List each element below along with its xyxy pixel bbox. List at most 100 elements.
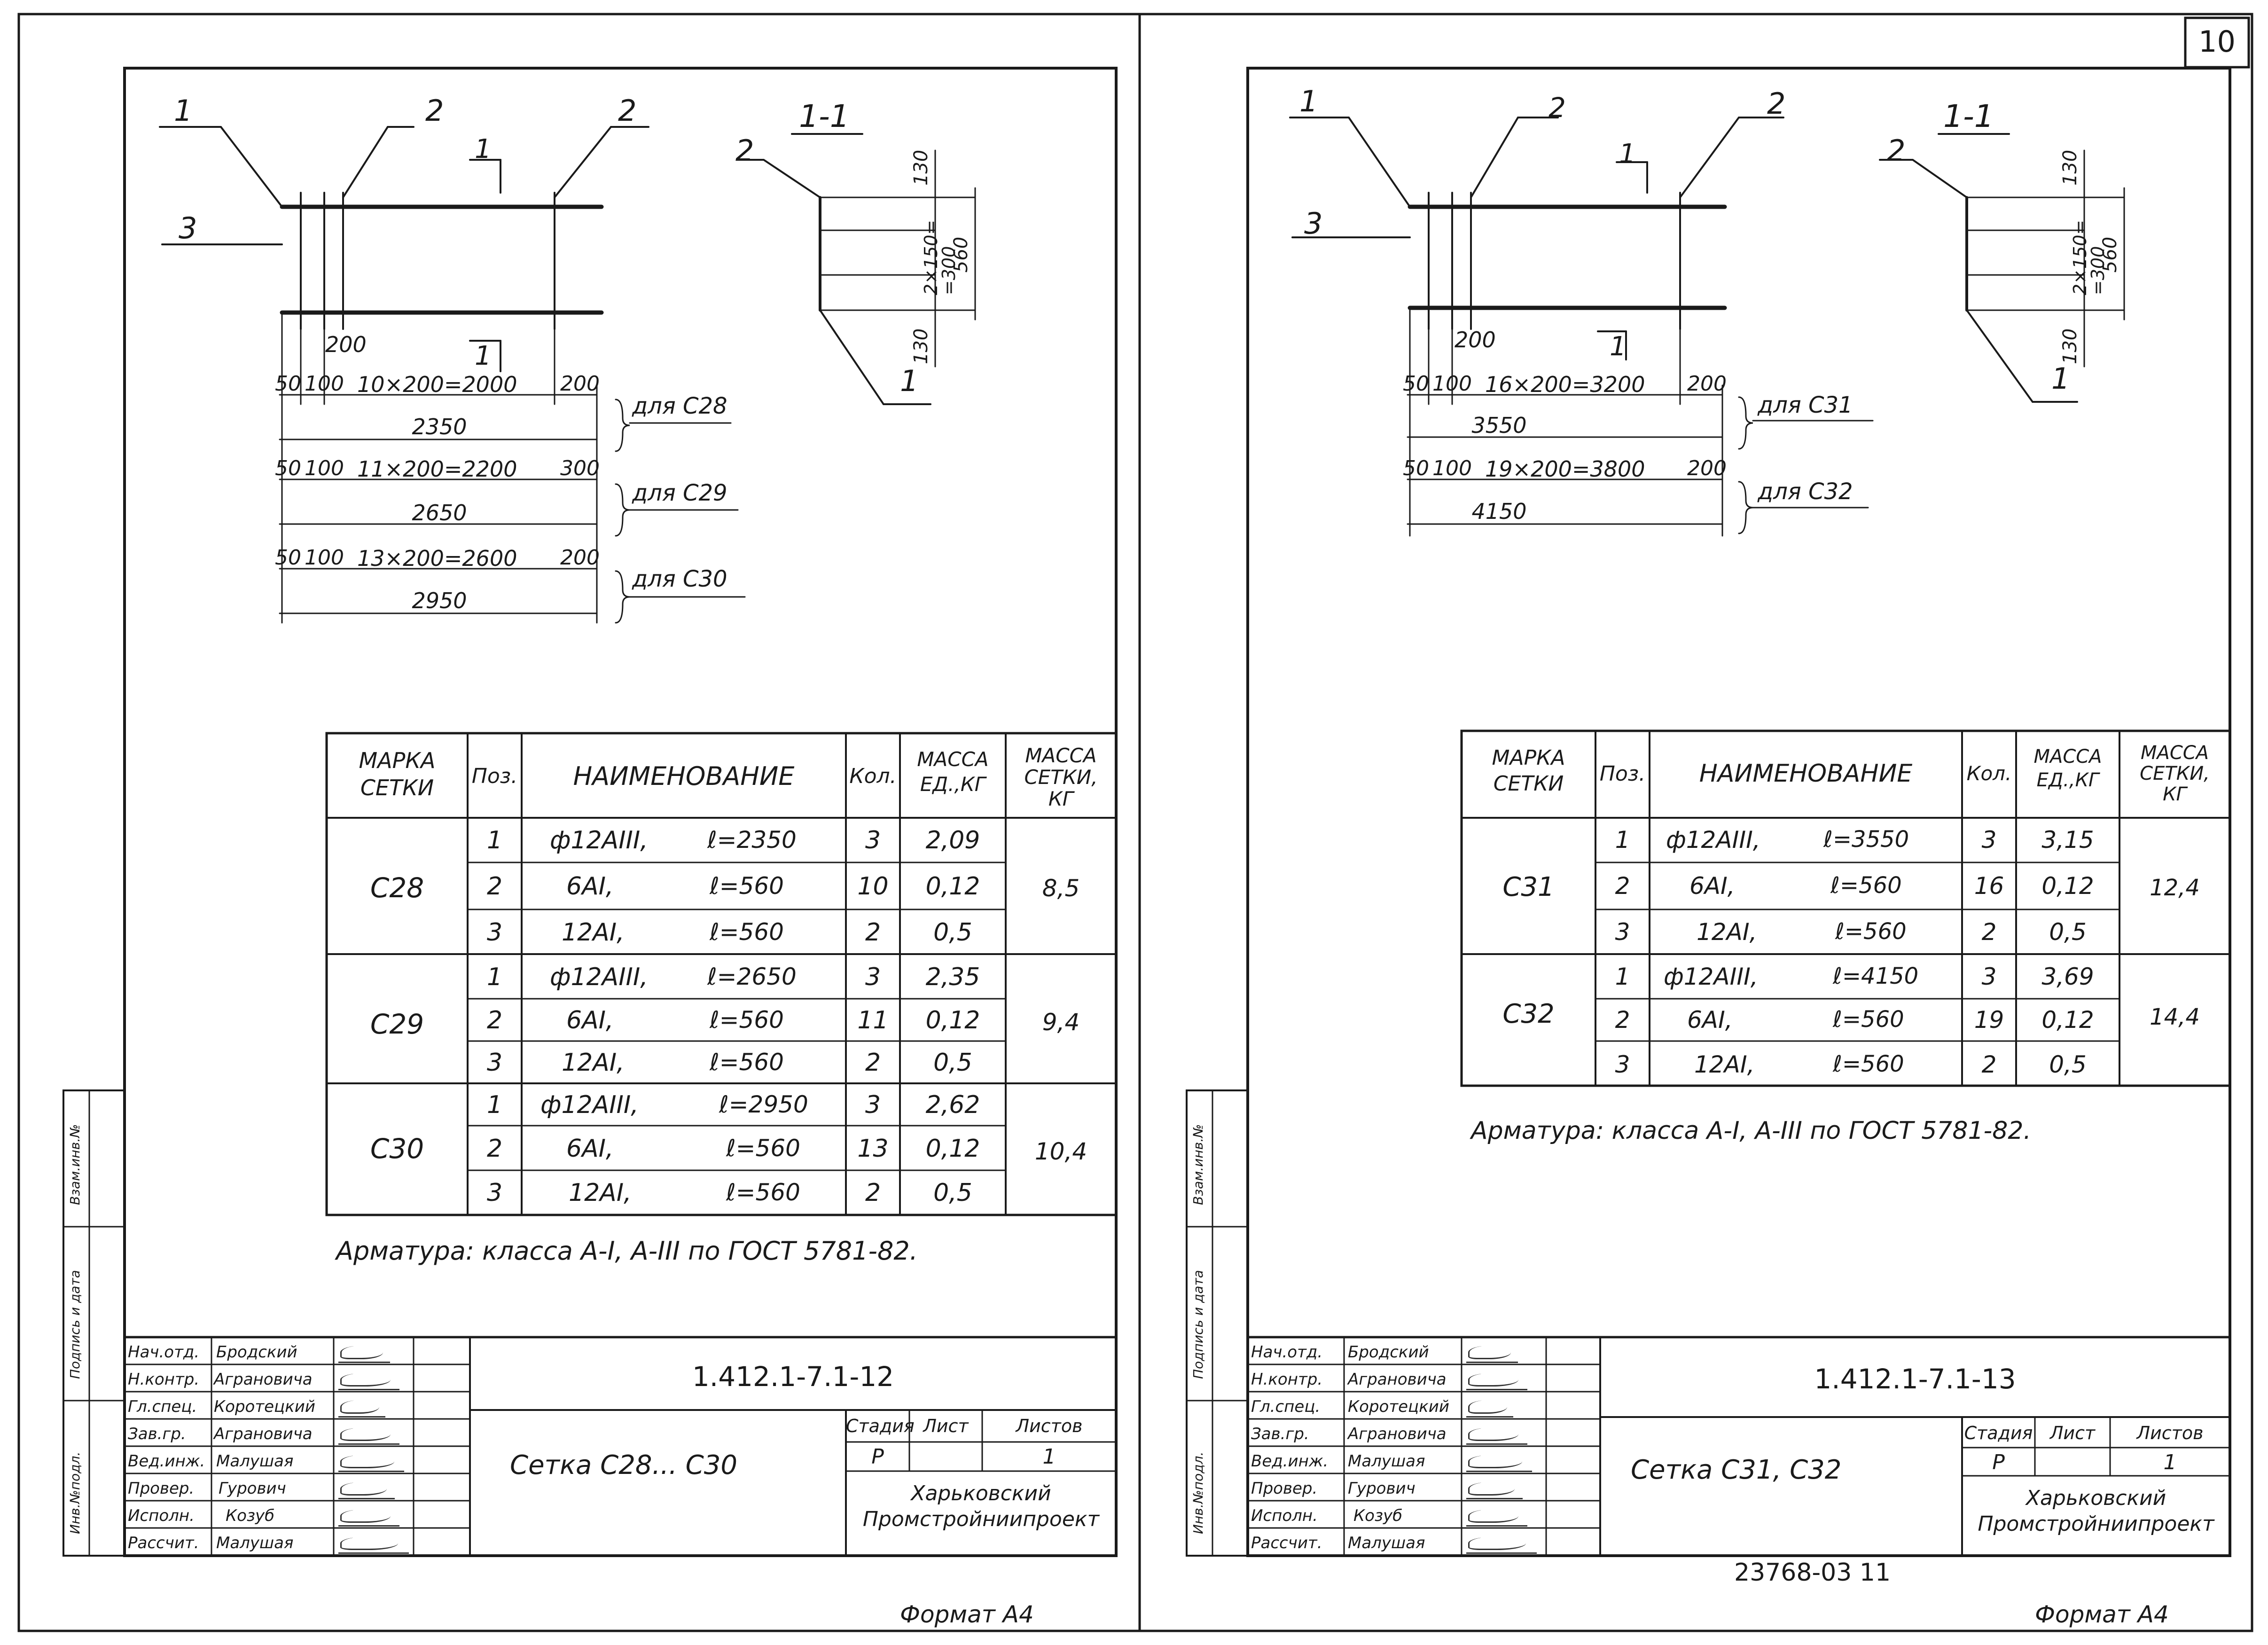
sheet-header: Лист: [923, 1416, 969, 1436]
bar-name: 6АI,: [566, 1006, 614, 1034]
stage-value: Р: [1992, 1450, 2005, 1474]
signature: [1466, 1396, 1513, 1418]
callout-3: 3: [179, 211, 197, 245]
rebar-note: Арматура: класса А-I, А-III по ГОСТ 5781…: [336, 1236, 918, 1266]
role: Н.контр.: [1251, 1370, 1323, 1389]
pos: 2: [1615, 1006, 1630, 1034]
dim-row2-total: 2650: [412, 500, 467, 525]
qty: 19: [1974, 1006, 2004, 1034]
th-mass: МАССА ЕД.,КГ: [2033, 746, 2102, 791]
bar-length: ℓ=4150: [1833, 963, 1919, 989]
sheets-header: Листов: [1016, 1416, 1083, 1436]
unit-mass: 0,5: [2049, 1051, 2087, 1078]
bar-name: ф12АIII,: [1664, 963, 1758, 990]
section-dim-top: 130: [910, 149, 932, 186]
role: Нач.отд.: [1251, 1343, 1323, 1362]
mark-c29: С29: [370, 1008, 424, 1040]
dim-row3-b: 100: [305, 546, 344, 570]
bar-length: ℓ=2950: [719, 1091, 808, 1118]
bar-name: ф12АIII,: [550, 963, 648, 991]
bar-length: ℓ=560: [710, 872, 784, 900]
bar-name: ф12АIII,: [1666, 826, 1760, 854]
bar-length: ℓ=560: [710, 1049, 784, 1076]
role: Вед.инж.: [1251, 1452, 1329, 1471]
signature: [1466, 1533, 1537, 1554]
th-pos: Поз.: [471, 764, 518, 788]
callout-1: 1: [174, 94, 193, 128]
role: Нач.отд.: [128, 1343, 200, 1362]
signature: [1466, 1451, 1532, 1472]
person: Аграновича: [1348, 1370, 1447, 1389]
bar-length: ℓ=560: [710, 1006, 784, 1034]
signature: [1466, 1424, 1527, 1445]
person: Бродский: [216, 1343, 297, 1362]
section-dim-top: 130: [2059, 149, 2081, 186]
dim-row1-a: 50: [1403, 372, 1429, 396]
dim-row1-b: 100: [305, 372, 344, 396]
side-label-replace: Взам.инв.№: [67, 1124, 83, 1205]
unit-mass: 0,5: [933, 918, 972, 947]
side-label-signature: Подпись и дата: [1190, 1270, 1206, 1379]
section-dim-total: 560: [2099, 236, 2121, 273]
th-mark: МАРКА СЕТКИ: [1492, 746, 1565, 796]
dim-row3-total: 2950: [412, 588, 467, 613]
bar-length: ℓ=560: [726, 1179, 800, 1206]
signature: [1466, 1342, 1518, 1363]
role: Провер.: [128, 1479, 195, 1498]
side-label-inventory: Инв.№подл.: [67, 1451, 83, 1534]
cut-mark-1: 1: [1619, 139, 1636, 169]
section-title: 1-1: [1943, 98, 1994, 134]
pos: 2: [1615, 872, 1630, 900]
unit-mass: 0,5: [933, 1179, 972, 1207]
bar-name: 12АI,: [562, 1049, 625, 1077]
person: Коротецкий: [1348, 1397, 1449, 1416]
bar-length: ℓ=560: [1833, 1051, 1904, 1077]
unit-mass: 0,12: [925, 872, 980, 901]
role: Гл.спец.: [1251, 1397, 1321, 1416]
archive-number: 23768-03 11: [1734, 1559, 1891, 1587]
sheets-value: 1: [1042, 1445, 1056, 1469]
doc-title: Сетка С31, С32: [1631, 1455, 1842, 1485]
unit-mass: 0,12: [925, 1135, 980, 1163]
role: Рассчит.: [128, 1534, 199, 1552]
unit-mass: 0,5: [2049, 918, 2087, 946]
th-qty: Кол.: [849, 764, 897, 788]
dim-row1-end: 200: [1687, 372, 1727, 396]
qty: 3: [865, 963, 881, 991]
pos: 1: [1615, 826, 1630, 854]
dim-row2-a: 50: [275, 456, 301, 480]
qty: 2: [865, 1179, 881, 1207]
qty: 11: [857, 1006, 889, 1034]
dim-row1-mid: 16×200=3200: [1485, 372, 1645, 397]
th-mark: МАРКА СЕТКИ: [359, 748, 436, 800]
bar-name: 6АI,: [1689, 872, 1735, 900]
role: Исполн.: [128, 1506, 195, 1525]
role: Рассчит.: [1251, 1534, 1322, 1552]
section-dim-bot: 130: [2059, 328, 2081, 364]
signature: [1466, 1505, 1527, 1527]
bar-length: ℓ=2350: [707, 826, 797, 854]
dim-row3-mid: 13×200=2600: [357, 546, 517, 571]
bar-length: ℓ=2650: [707, 963, 797, 990]
dim-row2-mid: 11×200=2200: [357, 456, 517, 482]
dim-row2-end: 300: [560, 456, 600, 480]
section-callout-2: 2: [735, 133, 754, 168]
pos: 2: [486, 1135, 503, 1163]
unit-mass: 0,5: [933, 1049, 972, 1077]
dim-row3-a: 50: [275, 546, 301, 570]
callout-3: 3: [1304, 206, 1323, 241]
mark-c32: С32: [1502, 999, 1555, 1029]
stage-header: Стадия: [846, 1416, 915, 1436]
doc-code: 1.412.1-7.1-13: [1814, 1363, 2016, 1395]
callout-2b: 2: [1767, 86, 1786, 121]
unit-mass: 3,69: [2041, 963, 2094, 990]
person: Козуб: [226, 1506, 275, 1525]
dim-row1-end: 200: [560, 372, 600, 396]
th-qty: Кол.: [1966, 762, 2012, 785]
section-title: 1-1: [799, 98, 850, 134]
pos: 2: [486, 872, 503, 901]
role: Зав.гр.: [128, 1425, 186, 1443]
side-label-replace: Взам.инв.№: [1190, 1124, 1206, 1205]
qty: 16: [1974, 872, 2004, 900]
